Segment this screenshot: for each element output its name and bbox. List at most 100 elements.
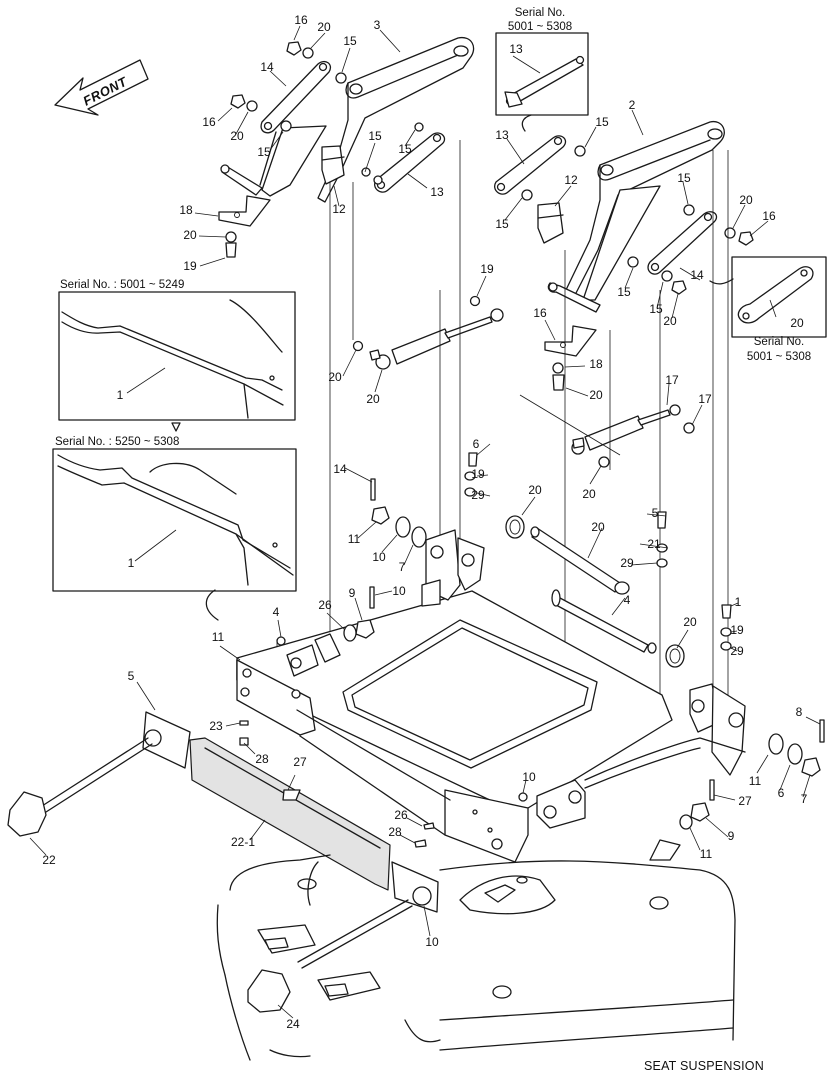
callout-27: 27: [738, 794, 752, 808]
seat-cushion: [216, 839, 736, 1061]
callout-20: 20: [663, 314, 677, 328]
callout-5: 5: [652, 506, 659, 520]
detail-box-c: [52, 448, 297, 592]
serial-inset-right: [709, 256, 827, 338]
upper-frame: [236, 529, 746, 863]
callout-15: 15: [257, 145, 271, 159]
right-arm-assembly: [494, 120, 754, 391]
serial-note-a-line2: 5001 ~ 5308: [508, 21, 572, 33]
callout-28: 28: [255, 752, 269, 766]
left-side-hardware: [239, 452, 478, 746]
callout-17: 17: [665, 373, 679, 387]
serial-note-c: Serial No. : 5250 ~ 5308: [55, 436, 179, 448]
callout-29: 29: [730, 644, 744, 658]
callout-12: 12: [564, 173, 578, 187]
callout-20: 20: [683, 615, 697, 629]
callout-10: 10: [372, 550, 386, 564]
callout-19: 19: [183, 259, 197, 273]
callout-6: 6: [778, 786, 785, 800]
callout-15: 15: [368, 129, 382, 143]
detail-box-b: [58, 291, 296, 421]
callout-20: 20: [790, 316, 804, 330]
callout-14: 14: [690, 268, 704, 282]
callout-27: 27: [293, 755, 307, 769]
gas-spring-right: [571, 404, 695, 468]
callout-19: 19: [730, 623, 744, 637]
callout-3: 3: [374, 18, 381, 32]
callout-7: 7: [399, 560, 406, 574]
left-arm-assembly: [218, 36, 475, 258]
callout-16: 16: [202, 115, 216, 129]
callout-28: 28: [388, 825, 402, 839]
gas-spring-left: [352, 295, 504, 370]
front-cover-and-handles: [7, 711, 439, 1013]
callout-11: 11: [749, 774, 762, 788]
callout-9: 9: [349, 586, 356, 600]
callout-16: 16: [762, 209, 776, 223]
callout-20: 20: [183, 228, 197, 242]
callout-9: 9: [728, 829, 735, 843]
callout-29: 29: [471, 488, 485, 502]
callout-20: 20: [528, 483, 542, 497]
callout-11: 11: [348, 532, 361, 546]
callout-26: 26: [394, 808, 408, 822]
callout-21: 21: [647, 537, 661, 551]
callout-4: 4: [624, 593, 631, 607]
callout-15: 15: [398, 142, 412, 156]
callout-14: 14: [260, 60, 274, 74]
callout-10: 10: [425, 935, 439, 949]
detail-pointer: [171, 422, 181, 432]
front-arrow: FRONT: [54, 59, 149, 116]
callout-15: 15: [343, 34, 357, 48]
callout-19: 19: [471, 467, 485, 481]
callout-23: 23: [209, 719, 223, 733]
callout-18: 18: [589, 357, 603, 371]
callout-19: 19: [480, 262, 494, 276]
callout-20: 20: [230, 129, 244, 143]
serial-note-d-line2: 5001 ~ 5308: [747, 351, 811, 363]
serial-notes: Serial No. 5001 ~ 5308 Serial No. : 5001…: [55, 7, 811, 448]
callout-1: 1: [117, 388, 124, 402]
slide-rails: [505, 515, 685, 668]
callout-22: 22: [42, 853, 56, 867]
callout-20: 20: [591, 520, 605, 534]
callout-15: 15: [677, 171, 691, 185]
serial-note-d-line1: Serial No.: [754, 336, 805, 348]
callout-10: 10: [522, 770, 536, 784]
callout-5: 5: [128, 669, 135, 683]
serial-note-a-line1: Serial No.: [515, 7, 566, 19]
callout-15: 15: [617, 285, 631, 299]
callout-20: 20: [582, 487, 596, 501]
callout-12: 12: [332, 202, 346, 216]
callout-11: 11: [212, 630, 225, 644]
serial-inset-top: [495, 32, 589, 132]
figure-title: SEAT SUSPENSION: [644, 1059, 764, 1073]
right-side-hardware: [414, 511, 825, 848]
callout-1: 1: [128, 556, 135, 570]
callout-17: 17: [698, 392, 712, 406]
callout-4: 4: [273, 605, 280, 619]
callout-13: 13: [430, 185, 444, 199]
callout-16: 16: [533, 306, 547, 320]
callout-7: 7: [801, 792, 808, 806]
callout-11: 11: [700, 847, 713, 861]
callout-1: 1: [735, 595, 742, 609]
callout-leaders: [29, 25, 821, 1019]
serial-note-b: Serial No. : 5001 ~ 5249: [60, 279, 184, 291]
callout-14: 14: [333, 462, 347, 476]
callout-15: 15: [495, 217, 509, 231]
callout-8: 8: [796, 705, 803, 719]
callout-20: 20: [739, 193, 753, 207]
detail-pointer-2: [205, 589, 219, 621]
callout-6: 6: [473, 437, 480, 451]
callout-18: 18: [179, 203, 193, 217]
callout-10: 10: [392, 584, 406, 598]
callout-24: 24: [286, 1017, 300, 1031]
callout-29: 29: [620, 556, 634, 570]
callout-20: 20: [366, 392, 380, 406]
callout-20: 20: [589, 388, 603, 402]
callout-22-1: 22-1: [231, 835, 255, 849]
